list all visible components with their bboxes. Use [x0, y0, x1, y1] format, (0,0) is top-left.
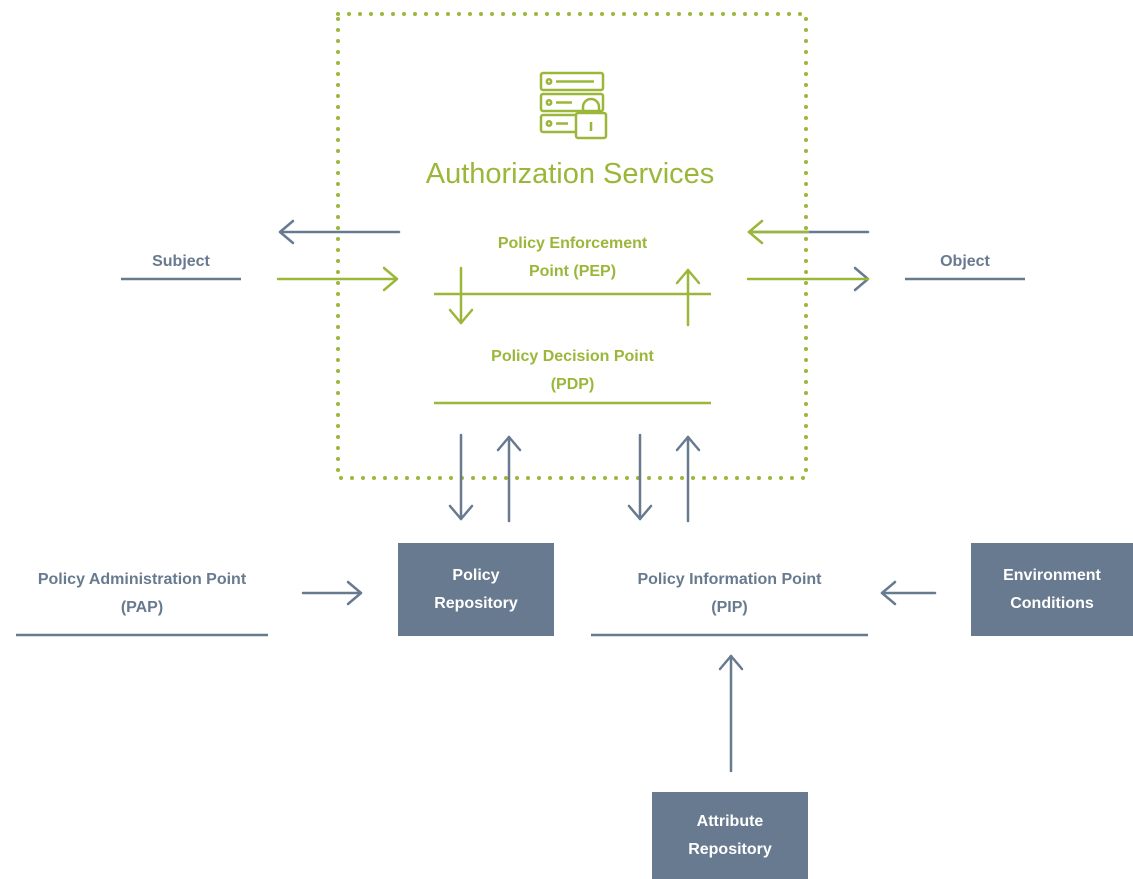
policy-repository-box: Policy Repository	[398, 543, 554, 636]
pdp-label-line1: Policy Decision Point	[491, 348, 654, 365]
arrow-policy-repo-to-pdp	[496, 435, 522, 523]
authorization-services-boundary	[336, 12, 808, 480]
pap-label: Policy Administration Point (PAP)	[16, 566, 268, 622]
pip-label-line2: (PIP)	[711, 599, 748, 616]
policy-repository-line2: Repository	[434, 594, 518, 612]
pep-label-line1: Policy Enforcement	[497, 235, 648, 252]
arrow-pep-to-pdp	[448, 266, 474, 325]
pip-label: Policy Information Point (PIP)	[591, 566, 868, 622]
pap-label-line1: Policy Administration Point	[37, 571, 247, 588]
pdp-label: Policy Decision Point (PDP)	[434, 343, 711, 399]
arrow-pdp-to-pip	[627, 433, 653, 521]
arrow-env-to-pip	[880, 580, 937, 606]
attribute-repository-box: Attribute Repository	[652, 792, 808, 879]
subject-label: Subject	[152, 253, 210, 270]
pdp-label-line2: (PDP)	[550, 376, 595, 393]
environment-conditions-line1: Environment	[1003, 566, 1101, 584]
authorization-services-title: Authorization Services	[425, 158, 715, 190]
arrow-subject-to-pep	[276, 266, 399, 292]
object-label: Object	[940, 253, 990, 270]
pip-label-line1: Policy Information Point	[637, 571, 822, 588]
arrow-attribute-repo-to-pip	[718, 654, 744, 773]
environment-conditions-box: Environment Conditions	[971, 543, 1133, 636]
arrow-pdp-to-policy-repo	[448, 433, 474, 521]
arrow-pdp-to-pep	[675, 268, 701, 327]
arrow-pep-to-subject	[278, 219, 401, 245]
attribute-repository-line2: Repository	[688, 840, 772, 858]
pap-label-line2: (PAP)	[120, 599, 164, 616]
policy-repository-line1: Policy	[452, 566, 500, 584]
environment-conditions-line2: Conditions	[1010, 594, 1094, 612]
server-lock-icon	[539, 71, 608, 140]
pep-label-line2: Point (PEP)	[528, 263, 617, 280]
pep-label: Policy Enforcement Point (PEP)	[434, 230, 711, 286]
arrow-pap-to-policy-repo	[301, 580, 363, 606]
arrow-object-to-pep-head	[747, 219, 810, 245]
attribute-repository-line1: Attribute	[696, 812, 764, 830]
arrow-pip-to-pdp	[675, 435, 701, 523]
